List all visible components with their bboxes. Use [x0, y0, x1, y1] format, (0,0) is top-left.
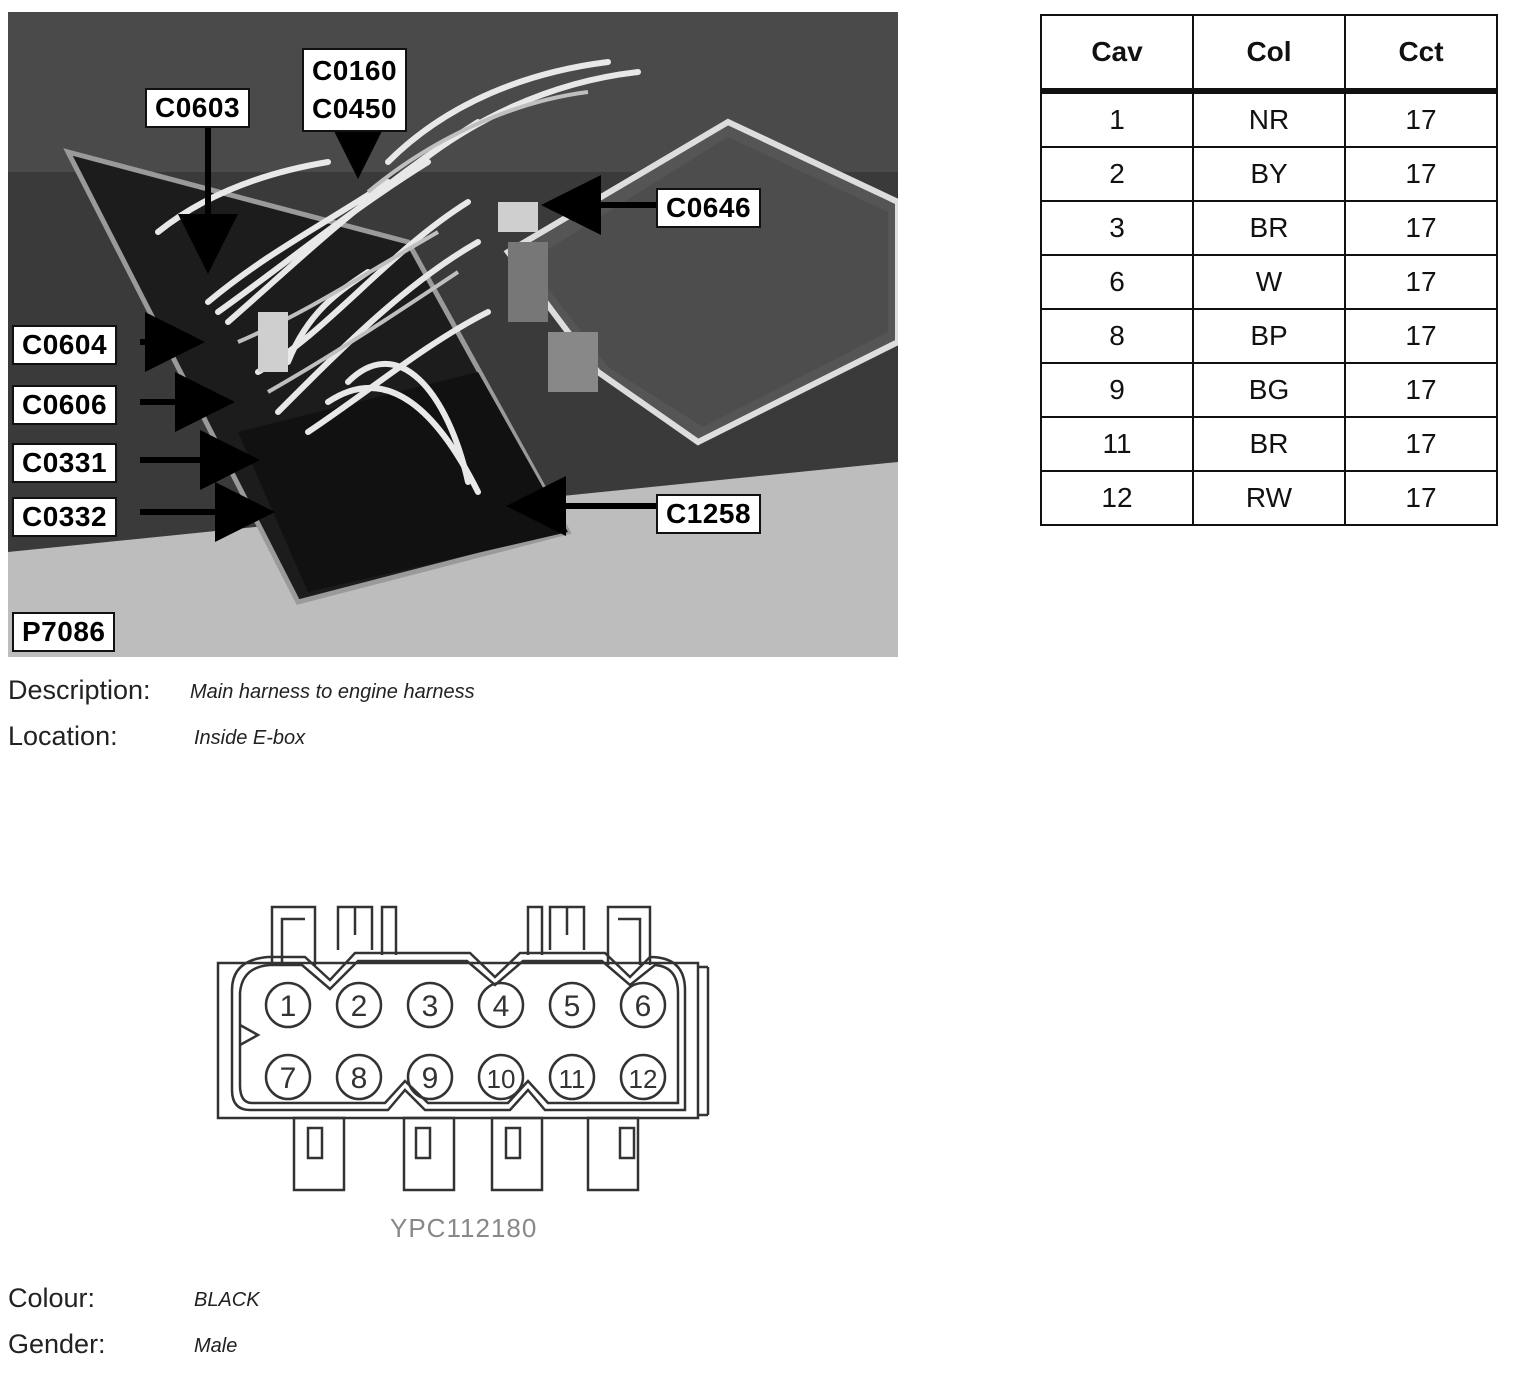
cct-cell: 17 [1344, 90, 1498, 148]
cav-cell: 9 [1040, 362, 1194, 418]
cav-cell: 8 [1040, 308, 1194, 364]
description-label: Description: [8, 675, 151, 705]
table-row: 6 W 17 [1040, 254, 1498, 310]
table-row: 11 BR 17 [1040, 416, 1498, 472]
pin-label: 10 [487, 1064, 516, 1094]
cct-cell: 17 [1344, 146, 1498, 202]
col-cell: BG [1192, 362, 1346, 418]
pin-label: 12 [629, 1064, 658, 1094]
location-label: Location: [8, 721, 118, 751]
cct-cell: 17 [1344, 200, 1498, 256]
col-cell: BY [1192, 146, 1346, 202]
cav-cell: 11 [1040, 416, 1194, 472]
pin-label: 4 [493, 990, 510, 1023]
pins-bottom-row: 7 8 9 10 11 12 [264, 1053, 667, 1101]
gender-label: Gender: [8, 1329, 106, 1359]
table-row: 1 NR 17 [1040, 90, 1498, 148]
harness-photo: C0160 C0450 C0603 C0646 C0604 C0606 C033… [8, 12, 898, 657]
pin-circle [264, 981, 312, 1029]
pin-5: 5 [548, 981, 596, 1029]
col-cell: NR [1192, 90, 1346, 148]
header-cav: Cav [1040, 14, 1194, 94]
table-row: 3 BR 17 [1040, 200, 1498, 256]
photo-illustration [8, 12, 898, 657]
callout-c0332: C0332 [12, 497, 118, 537]
col-cell: BR [1192, 416, 1346, 472]
cav-cell: 1 [1040, 90, 1194, 148]
callout-c0606: C0606 [12, 385, 118, 425]
pin-circle [619, 981, 667, 1029]
pin-12: 12 [619, 1053, 667, 1101]
table-row: 9 BG 17 [1040, 362, 1498, 418]
col-cell: BP [1192, 308, 1346, 364]
diagram-code: YPC112180 [390, 1213, 538, 1243]
pin-label: 9 [422, 1062, 439, 1095]
pin-circle [548, 1053, 596, 1101]
cct-cell: 17 [1344, 254, 1498, 310]
pin-circle [264, 1053, 312, 1101]
pin-circle [406, 981, 454, 1029]
pin-3: 3 [406, 981, 454, 1029]
pin-label: 11 [559, 1064, 586, 1094]
description-value: Main harness to engine harness [190, 681, 475, 703]
location-value: Inside E-box [194, 727, 306, 749]
pin-8: 8 [335, 1053, 383, 1101]
col-cell: RW [1192, 470, 1346, 526]
cct-cell: 17 [1344, 308, 1498, 364]
pin-circle [406, 1053, 454, 1101]
cct-cell: 17 [1344, 416, 1498, 472]
callout-c0646: C0646 [656, 188, 762, 228]
pin-circle [335, 981, 383, 1029]
table-row: 2 BY 17 [1040, 146, 1498, 202]
callout-c0450: C0450 [312, 93, 398, 124]
col-cell: BR [1192, 200, 1346, 256]
gender-value: Male [194, 1335, 238, 1357]
pin-4: 4 [477, 981, 525, 1029]
pin-label: 2 [351, 990, 368, 1023]
pin-circle [335, 1053, 383, 1101]
cav-cell: 6 [1040, 254, 1194, 310]
pin-9: 9 [406, 1053, 454, 1101]
pin-2: 2 [335, 981, 383, 1029]
table-row: 8 BP 17 [1040, 308, 1498, 364]
callout-c0331: C0331 [12, 443, 118, 483]
colour-label: Colour: [8, 1283, 96, 1313]
colour-value: BLACK [194, 1289, 260, 1311]
pin-11: 11 [548, 1053, 596, 1101]
pin-6: 6 [619, 981, 667, 1029]
pin-10: 10 [477, 1053, 525, 1101]
callout-c0160-c0450: C0160 C0450 [302, 48, 408, 132]
callout-c0604: C0604 [12, 325, 118, 365]
table-row: 12 RW 17 [1040, 470, 1498, 526]
callout-c0160: C0160 [312, 55, 398, 86]
pin-label: 5 [564, 990, 581, 1023]
cct-cell: 17 [1344, 362, 1498, 418]
pin-label: 6 [635, 990, 652, 1023]
pin-label: 1 [280, 990, 297, 1023]
pin-table: Cav Col Cct 1 NR 17 2 BY 17 3 BR 17 6 W … [1040, 14, 1498, 526]
pin-circle [619, 1053, 667, 1101]
header-cct: Cct [1344, 14, 1498, 94]
pin-circle [548, 981, 596, 1029]
photo-id-label: P7086 [12, 612, 116, 652]
cav-cell: 2 [1040, 146, 1194, 202]
cav-cell: 3 [1040, 200, 1194, 256]
pin-label: 8 [351, 1062, 368, 1095]
col-cell: W [1192, 254, 1346, 310]
pin-label: 7 [280, 1062, 297, 1095]
pin-circle [477, 981, 525, 1029]
pin-1: 1 [264, 981, 312, 1029]
callout-c0603: C0603 [145, 88, 251, 128]
pin-7: 7 [264, 1053, 312, 1101]
table-header-row: Cav Col Cct [1040, 14, 1498, 94]
header-col: Col [1192, 14, 1346, 94]
pin-circle [477, 1053, 525, 1101]
callout-c1258: C1258 [656, 494, 762, 534]
cav-cell: 12 [1040, 470, 1194, 526]
cct-cell: 17 [1344, 470, 1498, 526]
pin-label: 3 [422, 990, 439, 1023]
pins-top-row: 1 2 3 4 5 6 [264, 981, 667, 1029]
